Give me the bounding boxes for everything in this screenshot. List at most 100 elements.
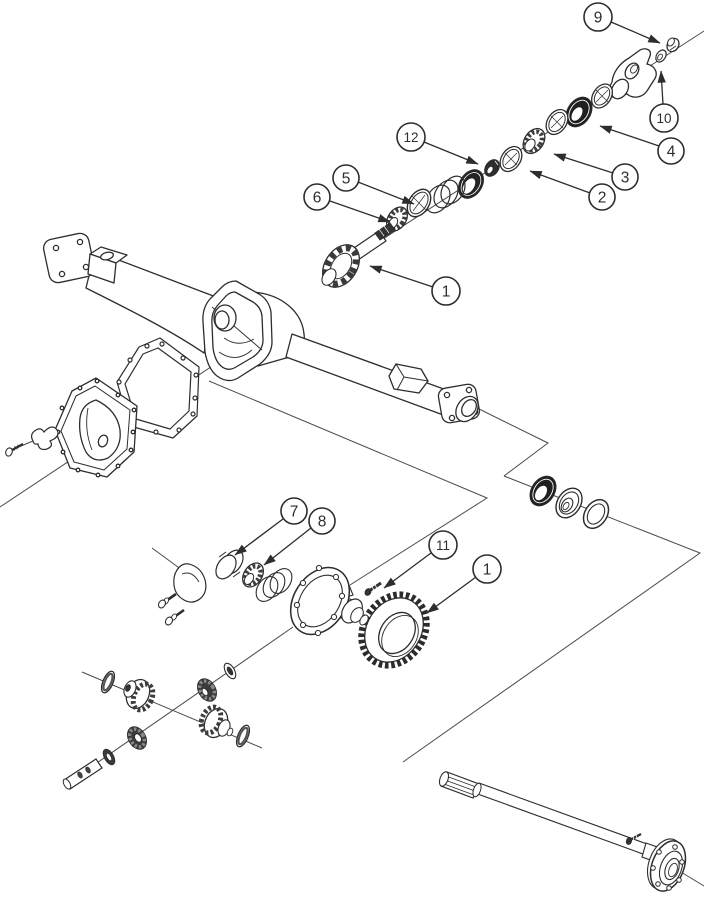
bearing-cap-bolt (157, 592, 177, 609)
left-flange (42, 232, 96, 284)
drive-pinion-gear (321, 222, 396, 288)
flange-hole (465, 386, 473, 394)
pinion-seal (565, 96, 593, 128)
flange-hole (443, 391, 451, 399)
shaft-body (474, 782, 648, 855)
flange-hole (448, 414, 456, 422)
callout-balloon (396, 122, 426, 152)
callout-1: 1 (426, 554, 502, 614)
oil-slinger (484, 159, 500, 177)
leader-arrow (423, 141, 479, 165)
leader-arrow (369, 265, 434, 288)
side-bearing-shims (255, 568, 293, 602)
callout-number: 2 (598, 190, 607, 207)
gasket-inner (124, 347, 192, 430)
callout-balloon (308, 507, 336, 535)
side-gear (123, 678, 156, 713)
ring-gear-teeth (358, 591, 430, 669)
bolt-head (5, 447, 13, 457)
callout-balloon (303, 183, 331, 211)
leader-arrow (383, 552, 432, 589)
cover-gasket (116, 337, 200, 439)
callout-4: 4 (599, 125, 685, 165)
callout-7: 7 (234, 497, 308, 556)
side-gear-washer (235, 724, 251, 748)
wheel-stud (625, 832, 642, 845)
callout-number: 6 (313, 190, 322, 207)
leader-arrow (657, 70, 666, 105)
axle-wheel-bearing (555, 487, 583, 519)
callout-number: 10 (656, 111, 671, 126)
axle-hub-flange (646, 838, 687, 892)
case-bolt-holes (293, 564, 346, 637)
cover-crease (86, 407, 93, 451)
shaft-spline (438, 771, 482, 799)
callout-number: 12 (403, 130, 418, 145)
callout-number: 11 (436, 538, 450, 553)
thrust-washer (102, 748, 116, 766)
axle-housing (42, 232, 481, 424)
callout-1: 1 (369, 265, 461, 306)
bearing-race (457, 169, 485, 199)
right-spring-perch-edge (395, 363, 429, 391)
flange-hole (52, 244, 60, 252)
spider-axis-a (67, 626, 294, 784)
callout-balloon (583, 2, 613, 32)
pinion-nut (666, 37, 680, 53)
spider-pinion-gear (197, 678, 217, 702)
housing-to-case-zigzag (208, 380, 489, 586)
axle-retainer-ring (582, 498, 610, 530)
side-gear (198, 704, 234, 739)
callout-number: 5 (342, 171, 351, 188)
callout-balloon (611, 163, 639, 191)
bolt-thread (16, 444, 19, 450)
callout-balloon (431, 276, 461, 306)
flange-hole (82, 263, 90, 271)
housing-bowl-arc (218, 349, 253, 358)
callout-balloon (657, 137, 685, 165)
callout-balloon (588, 183, 616, 211)
perch-hole (100, 251, 114, 261)
leader-arrow (329, 200, 391, 223)
right-spring-perch (388, 363, 429, 394)
thrust-washer (223, 662, 237, 680)
side-bearing-race (215, 549, 244, 580)
cover-plug-hole (97, 434, 109, 448)
bearing-cap (173, 563, 207, 603)
hub-stud-holes (650, 844, 685, 891)
pinion-bore-inner (214, 310, 230, 330)
vent-clip (30, 426, 59, 451)
flange-hole (76, 238, 84, 246)
pinion-yoke (607, 48, 657, 100)
callout-5: 5 (332, 164, 415, 205)
leader-arrow (599, 125, 660, 147)
leader-arrow (357, 181, 415, 205)
callout-10: 10 (649, 70, 679, 133)
callout-balloon (428, 530, 458, 560)
pinion-spline (374, 222, 396, 241)
callout-6: 6 (303, 183, 391, 223)
pinion-baffle-washer (499, 145, 523, 173)
callout-12: 12 (396, 122, 479, 165)
side-gear-washer (100, 670, 116, 694)
callout-balloon (332, 164, 360, 192)
pinion-nose (321, 268, 337, 286)
callout-balloon (472, 554, 502, 584)
callout-2: 2 (529, 170, 616, 211)
callout-balloon (649, 103, 679, 133)
axle-bearing-group (529, 475, 610, 530)
leader-arrow (263, 527, 312, 566)
callout-9: 9 (583, 2, 661, 44)
callout-number: 4 (667, 144, 676, 161)
pinion-teeth (322, 244, 360, 288)
tube-end-stub-inner (461, 399, 477, 417)
callout-number: 1 (483, 562, 492, 579)
callout-number: 3 (621, 170, 630, 187)
callout-3: 3 (553, 153, 639, 191)
flange-hole (58, 270, 66, 278)
case-stub (359, 614, 369, 626)
callout-number: 7 (290, 504, 299, 521)
